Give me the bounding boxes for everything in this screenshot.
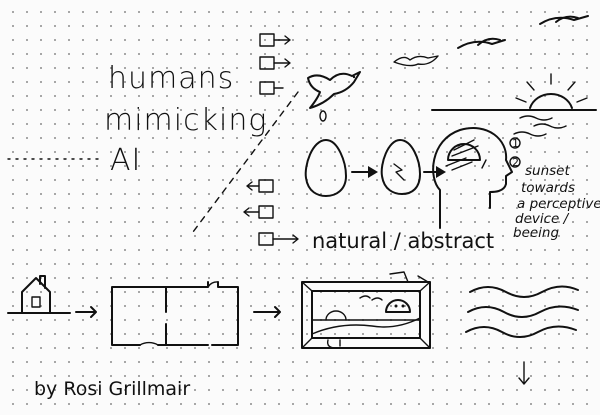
floor-plan <box>111 281 239 346</box>
natural-abstract-label: natural / abstract <box>312 229 494 253</box>
marker-2-label: 2 <box>512 156 519 169</box>
box-arrow-group-top <box>259 33 291 95</box>
arrow-icon-3 <box>75 306 97 318</box>
note-line-1: sunset <box>525 163 570 179</box>
bird-icon <box>307 71 361 122</box>
note-line-4: device / <box>515 211 570 227</box>
note-line-2: towards <box>521 180 575 196</box>
picture-frame-icon <box>301 271 431 349</box>
dashed-diagonal <box>189 91 299 237</box>
arrow-down-icon <box>518 361 530 385</box>
arrow-icon-4 <box>253 306 281 318</box>
flying-birds <box>393 15 589 67</box>
marker-1-label: 1 <box>512 137 519 150</box>
sunset-icon <box>431 73 597 137</box>
title-line-mimicking: mimicking <box>104 103 267 138</box>
arrow-head <box>368 166 378 178</box>
house-icon <box>7 275 71 314</box>
marker-2: 2 <box>509 156 521 169</box>
marker-1: 1 <box>509 137 521 150</box>
title-line-ai: AI <box>110 143 141 178</box>
arrow-head-2 <box>436 166 446 178</box>
wave-icon <box>465 285 579 338</box>
box-arrow-group-bottom <box>243 179 299 246</box>
head-icon <box>432 127 513 229</box>
note-line-3: a perceptive <box>517 196 600 212</box>
egg-icon-2 <box>380 139 421 195</box>
egg-icon-1 <box>304 139 347 197</box>
note-line-5: beeing <box>513 225 559 241</box>
title-line-humans: humans <box>108 61 234 96</box>
sunset-note: sunset towards a perceptive device / bee… <box>513 163 600 241</box>
credit-text: by Rosi Grillmair <box>34 378 190 400</box>
